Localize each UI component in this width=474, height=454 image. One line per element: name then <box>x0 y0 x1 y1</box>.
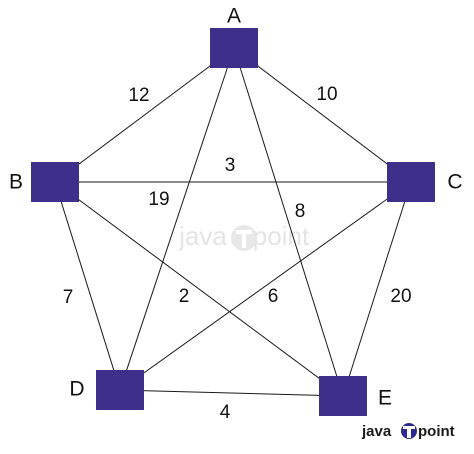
watermark: java point <box>178 221 310 251</box>
edge-d-e <box>119 389 344 397</box>
nodes-layer: A B C D E <box>9 5 463 416</box>
logo-t-icon <box>401 423 417 439</box>
edge-a-d <box>119 47 235 391</box>
edge-weight-a-c: 10 <box>316 84 337 105</box>
edge-a-b <box>54 47 235 183</box>
node-c: C <box>387 162 463 202</box>
edge-b-d <box>54 181 121 391</box>
node-label-b: B <box>9 171 23 194</box>
edge-weights-layer: 12 10 3 19 8 7 2 6 20 4 <box>63 84 412 423</box>
node-label-c: C <box>447 171 462 194</box>
node-label-d: D <box>69 378 84 401</box>
edge-c-e <box>342 181 412 397</box>
logo-text-left: java <box>361 423 392 440</box>
node-a: A <box>210 5 258 68</box>
node-d: D <box>69 370 144 410</box>
edge-weight-c-d: 6 <box>268 286 279 307</box>
node-label-a: A <box>227 5 241 28</box>
watermark-t-icon <box>231 225 257 251</box>
edge-weight-a-d: 19 <box>148 189 169 210</box>
node-e: E <box>319 376 392 416</box>
javatpoint-logo: java point <box>361 423 455 440</box>
watermark-text-right: point <box>253 221 310 251</box>
node-box-b <box>31 162 79 202</box>
edge-b-e <box>54 181 344 397</box>
node-b: B <box>9 162 79 202</box>
edge-a-e <box>233 47 344 397</box>
logo-text-right: point <box>418 423 455 440</box>
edges-layer <box>54 47 412 397</box>
edge-c-d <box>119 181 412 391</box>
watermark-text-left: java <box>178 221 227 251</box>
edge-weight-d-e: 4 <box>220 402 231 423</box>
edge-weight-c-e: 20 <box>390 286 411 307</box>
edge-weight-b-d: 7 <box>63 287 74 308</box>
edge-weight-a-b: 12 <box>128 85 149 106</box>
node-label-e: E <box>378 387 392 410</box>
node-box-d <box>96 370 144 410</box>
node-box-c <box>387 162 435 202</box>
edge-weight-a-e: 8 <box>295 201 306 222</box>
node-box-a <box>210 28 258 68</box>
edge-weight-b-c: 3 <box>225 155 236 176</box>
node-box-e <box>319 376 367 416</box>
edge-weight-b-e: 2 <box>179 286 190 307</box>
edge-a-c <box>233 47 412 183</box>
